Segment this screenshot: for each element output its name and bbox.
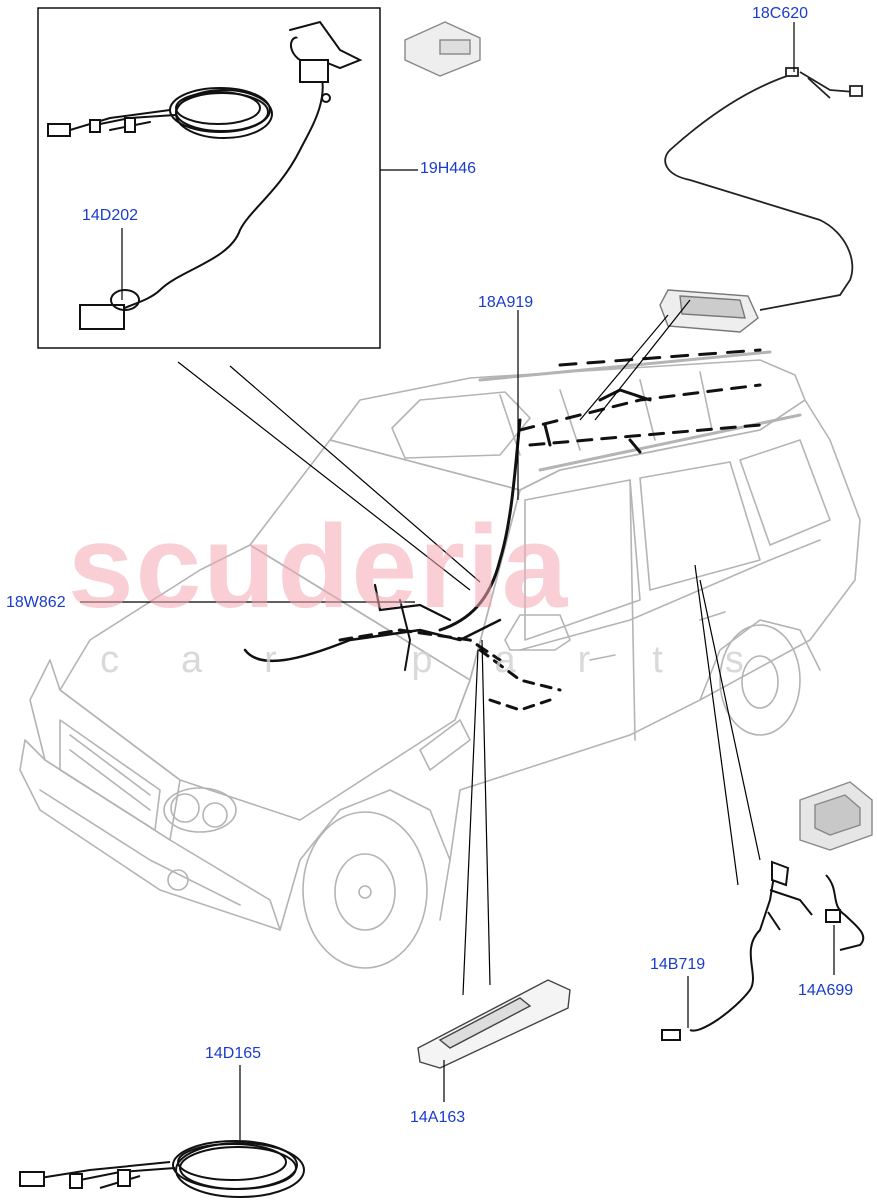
watermark-sub: car parts xyxy=(100,639,806,681)
dome-lamp xyxy=(659,289,759,333)
harness-14D165 xyxy=(19,1140,305,1198)
roof-harness xyxy=(664,67,863,311)
watermark-main: scuderia xyxy=(68,501,570,633)
callout-14A699[interactable]: 14A699 xyxy=(798,982,854,999)
console-part xyxy=(799,781,873,851)
callout-14A163[interactable]: 14A163 xyxy=(410,1109,466,1126)
leader-lines xyxy=(80,22,835,1140)
inset-harness xyxy=(47,20,363,330)
bracket-14A163 xyxy=(417,979,571,1069)
callout-18C620[interactable]: 18C620 xyxy=(752,5,809,22)
callout-14D165[interactable]: 14D165 xyxy=(205,1045,262,1062)
inset-box xyxy=(37,7,381,349)
harness-14B719 xyxy=(661,860,865,1041)
callout-14D202[interactable]: 14D202 xyxy=(82,207,139,224)
connector-part xyxy=(404,21,481,77)
callout-19H446[interactable]: 19H446 xyxy=(420,160,477,177)
callout-18A919[interactable]: 18A919 xyxy=(478,294,534,311)
callout-14B719[interactable]: 14B719 xyxy=(650,956,706,973)
vehicle-harness xyxy=(243,348,762,712)
callout-18W862[interactable]: 18W862 xyxy=(6,594,66,611)
